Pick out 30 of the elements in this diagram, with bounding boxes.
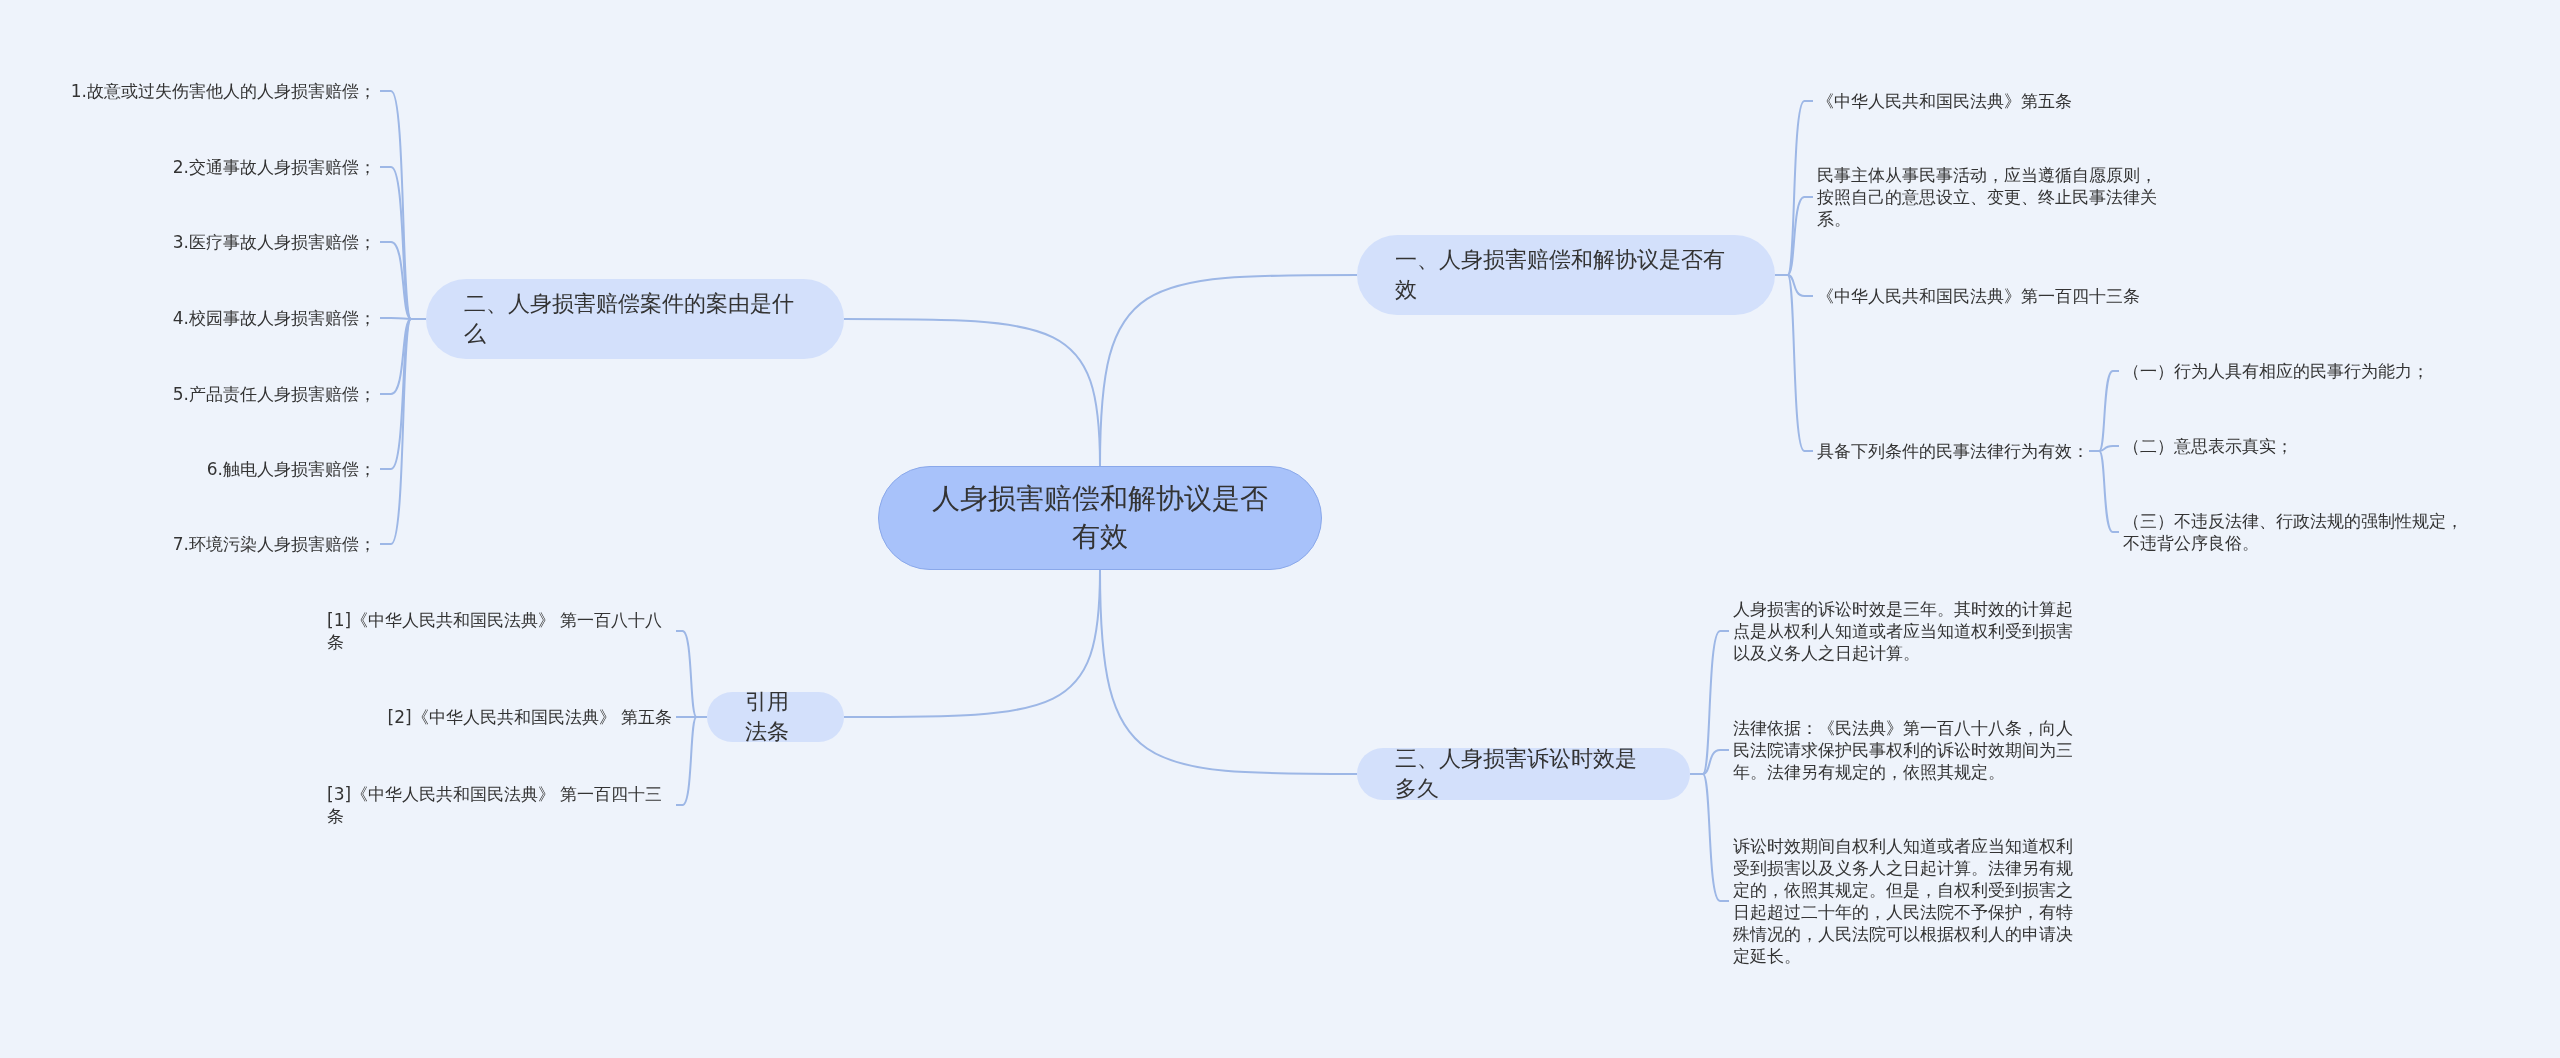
subtopic-text: （二）意思表示真实； bbox=[2123, 435, 2293, 457]
topic-box: 引用法条 bbox=[707, 692, 844, 742]
subtopic-text: [1]《中华人民共和国民法典》 第一百八十八条 bbox=[327, 609, 672, 653]
subtopic-text: [3]《中华人民共和国民法典》 第一百四十三条 bbox=[327, 783, 672, 827]
subtopic-text: 民事主体从事民事活动，应当遵循自愿原则，按照自己的意思设立、变更、终止民事法律关系。 bbox=[1817, 164, 2167, 230]
subtopic-text: （三）不违反法律、行政法规的强制性规定，不违背公序良俗。 bbox=[2123, 510, 2473, 554]
subtopic-text: 《中华人民共和国民法典》第一百四十三条 bbox=[1817, 285, 2140, 307]
connector-line bbox=[675, 716, 708, 806]
subtopic-text: 诉讼时效期间自权利人知道或者应当知道权利受到损害以及义务人之日起计算。法律另有规定的，依照其规定。但是，自权利受到损害之日起超过二十年的，人民法院不予保护，有特殊情况的，人民法院可以根据权利人的申请决定延长。 bbox=[1733, 835, 2083, 967]
subtopic-text: 5.产品责任人身损害赔偿； bbox=[172, 383, 376, 405]
connector-line bbox=[379, 318, 427, 545]
subtopic-text: 6.触电人身损害赔偿； bbox=[206, 458, 376, 480]
subtopic-text: 3.医疗事故人身损害赔偿； bbox=[172, 231, 376, 253]
topic-box: 三、人身损害诉讼时效是多久 bbox=[1357, 748, 1690, 800]
topic-box: 一、人身损害赔偿和解协议是否有效 bbox=[1357, 235, 1775, 315]
connector-line bbox=[2088, 450, 2120, 533]
subtopic-text: [2]《中华人民共和国民法典》 第五条 bbox=[387, 706, 672, 728]
subtopic-text: 人身损害的诉讼时效是三年。其时效的计算起点是从权利人知道或者应当知道权利受到损害以及义务人之日起计算。 bbox=[1733, 598, 2083, 664]
subtopic-text: 2.交通事故人身损害赔偿； bbox=[172, 156, 376, 178]
subtopic-text: 《中华人民共和国民法典》第五条 bbox=[1817, 90, 2072, 112]
connector-line bbox=[1774, 274, 1814, 452]
subtopic-text: 4.校园事故人身损害赔偿； bbox=[172, 307, 376, 329]
topic-box: 二、人身损害赔偿案件的案由是什么 bbox=[426, 279, 844, 359]
connector-line bbox=[1689, 773, 1730, 902]
subtopic-text: 具备下列条件的民事法律行为有效： bbox=[1817, 440, 2089, 462]
central-topic: 人身损害赔偿和解协议是否有效 bbox=[878, 466, 1322, 570]
subtopic-text: 7.环境污染人身损害赔偿； bbox=[172, 533, 376, 555]
subtopic-text: （一）行为人具有相应的民事行为能力； bbox=[2123, 360, 2429, 382]
subtopic-text: 法律依据：《民法典》第一百八十八条，向人民法院请求保护民事权利的诉讼时效期间为三年。法律另有规定的，依照其规定。 bbox=[1733, 717, 2083, 783]
subtopic-text: 1.故意或过失伤害他人的人身损害赔偿； bbox=[70, 80, 376, 102]
